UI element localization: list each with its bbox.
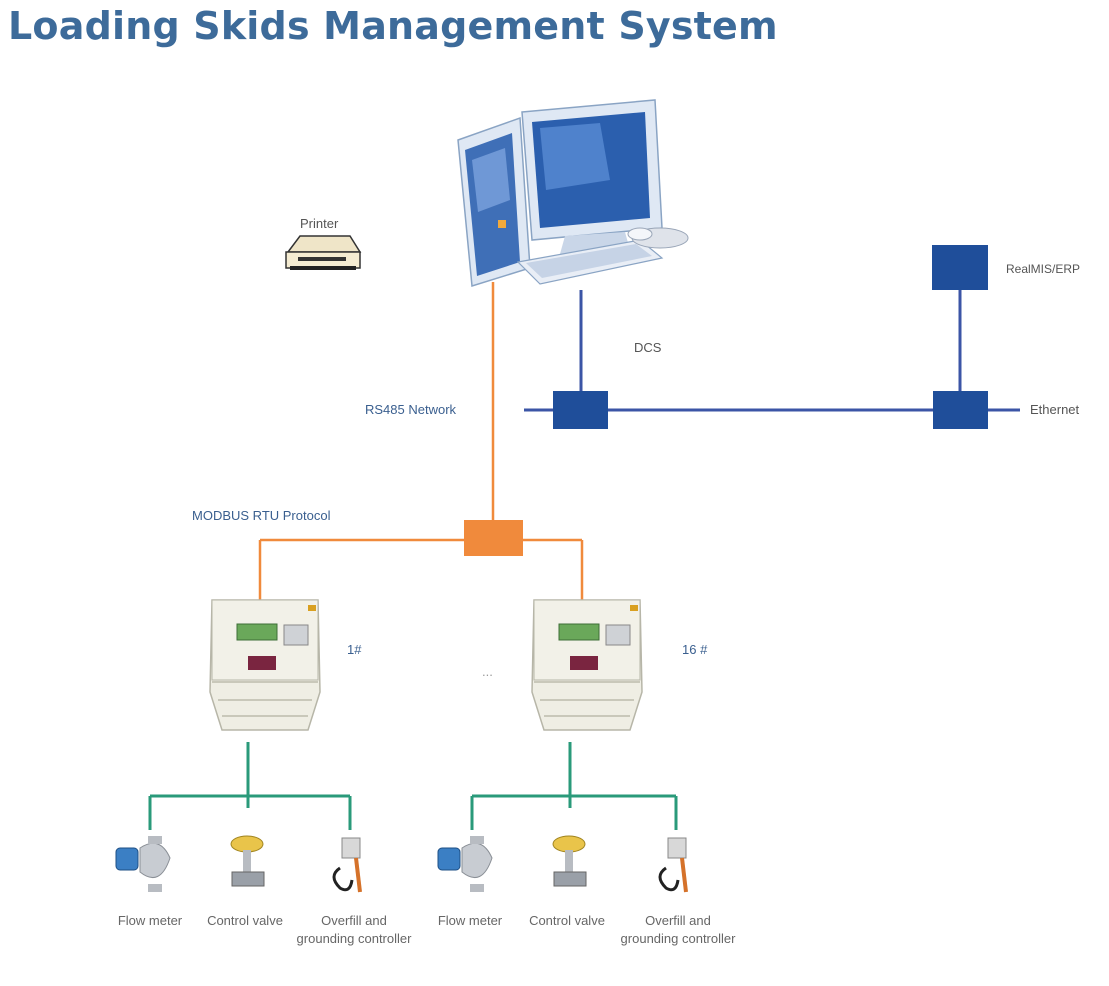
flow-meter-label: Flow meter [117, 913, 183, 928]
realmis-erp-node [932, 245, 988, 290]
flow-meter-icon [437, 836, 493, 892]
ethernet-switch-node [933, 391, 988, 429]
unit-1-label: 1# [347, 642, 362, 657]
dcs-node [553, 391, 608, 429]
rs485-network-label: RS485 Network [365, 402, 457, 417]
control-valve-label: Control valve [207, 913, 283, 928]
control-valve-icon [552, 835, 587, 887]
ellipsis-label: ... [482, 664, 493, 679]
dcs-label: DCS [634, 340, 662, 355]
printer-label: Printer [300, 216, 339, 231]
flow-meter-label: Flow meter [437, 913, 503, 928]
computer-icon [457, 99, 689, 287]
printer-icon [285, 235, 362, 270]
page-title: Loading Skids Management System [8, 4, 778, 48]
control-valve-label: Control valve [529, 913, 605, 928]
flow-meter-icon [115, 836, 171, 892]
overfill-controller-label: Overfill and grounding controller [296, 913, 412, 946]
realmis-erp-label: RealMIS/ERP [1006, 262, 1081, 276]
controller-16-icon [531, 599, 643, 731]
controller-1-icon [209, 599, 321, 731]
unit-16-label: 16 # [682, 642, 708, 657]
modbus-protocol-label: MODBUS RTU Protocol [192, 508, 331, 523]
overfill-controller-icon [658, 837, 688, 893]
rs485-converter-node [464, 520, 523, 556]
ethernet-label: Ethernet [1030, 402, 1080, 417]
overfill-controller-icon [332, 837, 362, 893]
overfill-controller-label: Overfill and grounding controller [620, 913, 736, 946]
control-valve-icon [230, 835, 265, 887]
